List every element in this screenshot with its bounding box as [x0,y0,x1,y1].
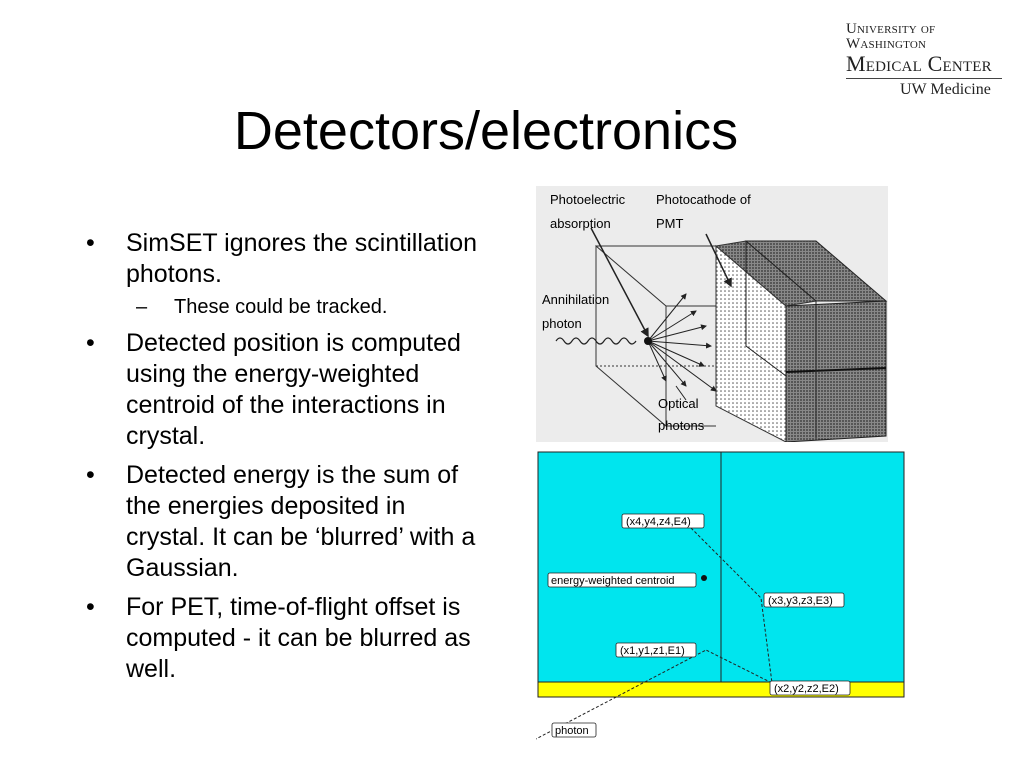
photocathode-slab [714,240,818,442]
bullet-text: SimSET ignores the scintillation photons… [126,229,478,288]
label-p1-text: (x1,y1,z1,E1) [620,645,685,657]
uw-medicine-logo: University of Washington Medical Center … [846,22,1006,98]
label-optical-photons: photons [658,418,705,433]
label-optical: Optical [658,396,699,411]
bullet-marker: • [86,593,95,621]
label-annihilation: Annihilation [542,292,609,307]
label-absorption: absorption [550,216,611,231]
label-p1: (x1,y1,z1,E1) [615,642,697,658]
bullet-item: • SimSET ignores the scintillation photo… [86,228,486,290]
label-photon: photon [551,722,597,738]
label-p3: (x3,y3,z3,E3) [763,592,845,608]
sub-bullet-item: – These could be tracked. [86,294,486,320]
photoelectric-pointer [590,227,649,338]
label-photon-text: photon [555,725,589,737]
sub-bullet-marker: – [136,296,148,318]
label-pmt: PMT [656,216,684,231]
label-p4-text: (x4,y4,z4,E4) [626,516,691,528]
bullet-item: • For PET, time-of-flight offset is comp… [86,592,486,685]
scintillation-detector-diagram: Photoelectric absorption Photocathode of… [536,186,888,442]
centroid-point [701,575,707,581]
slide-title: Detectors/electronics [233,101,739,161]
label-centroid: energy-weighted centroid [547,572,707,588]
photocathode-pointer [705,233,732,288]
optical-photon-arrows [647,293,717,392]
label-p2: (x2,y2,z2,E2) [769,680,851,696]
bullet-list: • SimSET ignores the scintillation photo… [86,228,486,693]
bullet-marker: • [86,461,95,489]
label-centroid-text: energy-weighted centroid [551,575,675,587]
energy-centroid-diagram: (x4,y4,z4,E4) energy-weighted centroid (… [536,451,905,740]
bullet-text: Detected energy is the sum of the energi… [126,461,476,582]
optical-pointer [675,385,687,401]
logo-line-university: University of Washington [846,21,936,52]
annihilation-photon-wave [555,337,637,345]
logo-rule [846,78,1002,79]
label-annihilation-photon: photon [542,316,582,331]
interaction-point [644,337,652,345]
interaction-path [690,527,773,684]
bullet-item: • Detected energy is the sum of the ener… [86,460,486,584]
bullet-item: • Detected position is computed using th… [86,328,486,452]
bullet-marker: • [86,329,95,357]
label-photocathode: Photocathode of [656,192,751,207]
bullet-text: Detected position is computed using the … [126,329,461,450]
logo-line-medical-center: Medical Center [846,51,992,76]
label-p3-text: (x3,y3,z3,E3) [768,595,833,607]
label-p4: (x4,y4,z4,E4) [621,513,705,529]
bullet-text: For PET, time-of-flight offset is comput… [126,593,471,683]
sub-bullet-text: These could be tracked. [174,296,388,318]
label-p2-text: (x2,y2,z2,E2) [774,683,839,695]
bullet-marker: • [86,229,95,257]
label-photoelectric: Photoelectric [550,192,626,207]
pmt-block [744,240,888,442]
logo-line-uw-medicine: UW Medicine [900,81,991,98]
